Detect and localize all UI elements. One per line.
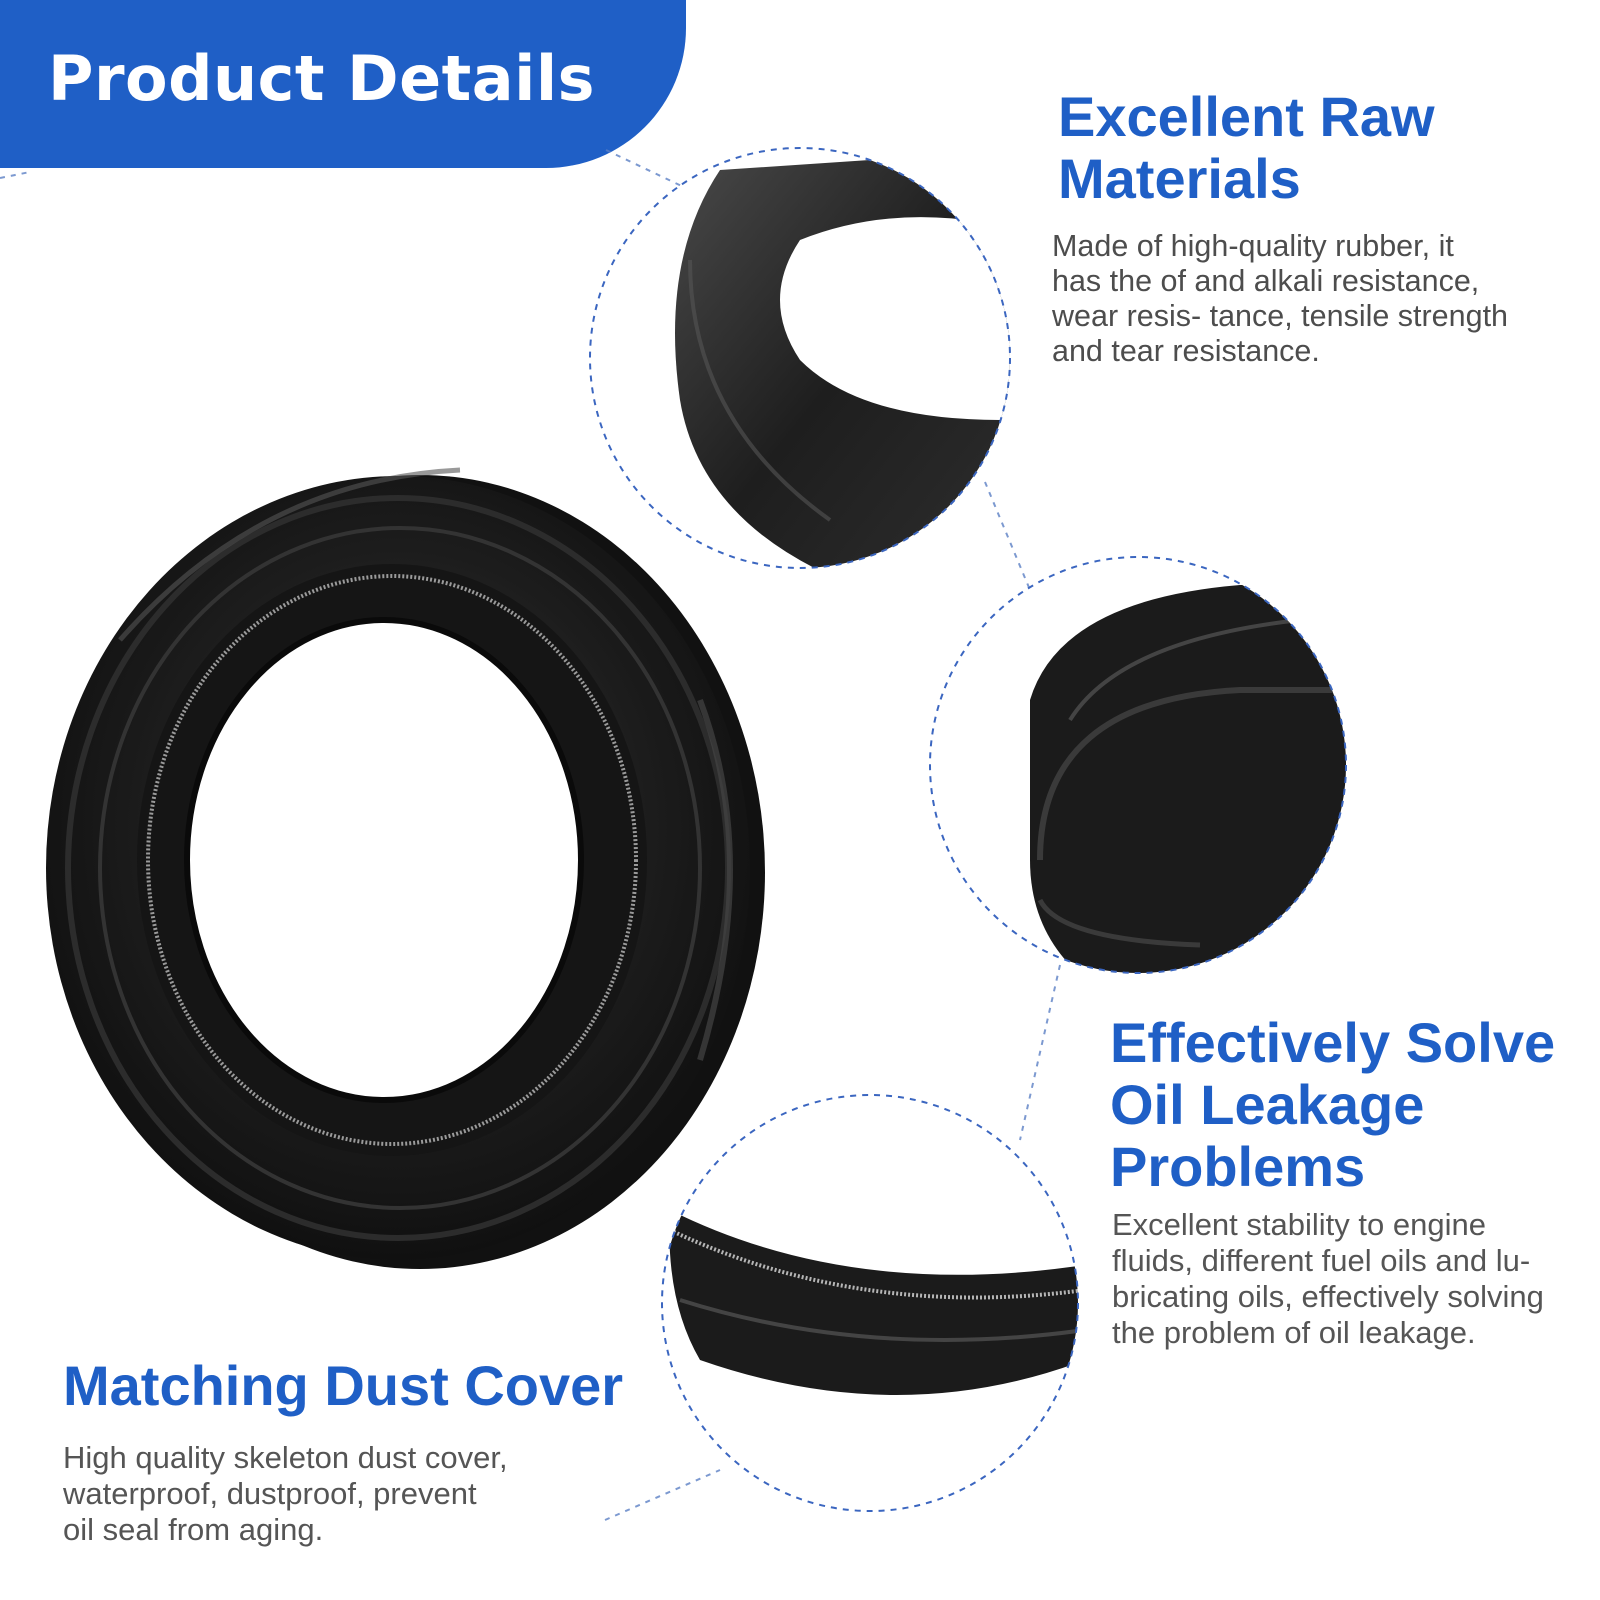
seal-spring-closeup-icon xyxy=(661,1094,1079,1512)
feature-desc-line: wear resis- tance, tensile strength xyxy=(1052,299,1509,333)
feature-desc-line: and tear resistance. xyxy=(1052,334,1320,368)
page-title: Product Details xyxy=(48,42,596,115)
feature-desc-dust-cover: High quality skeleton dust cover, waterp… xyxy=(63,1440,508,1548)
seal-ridges-closeup-icon xyxy=(929,556,1347,974)
feature-desc-raw-materials: Made of high-quality rubber, it has the … xyxy=(1052,229,1508,369)
feature-desc-line: Excellent stability to engine xyxy=(1112,1207,1486,1242)
feature-title-oil-leakage: Effectively Solve Oil Leakage Problems xyxy=(1110,1012,1555,1198)
feature-title-line: Effectively Solve xyxy=(1110,1011,1556,1074)
feature-title-line: Problems xyxy=(1110,1135,1366,1198)
feature-title-line: Matching Dust Cover xyxy=(63,1354,624,1417)
feature-desc-line: waterproof, dustproof, prevent xyxy=(63,1476,477,1511)
feature-title-line: Materials xyxy=(1058,147,1301,210)
header-banner: Product Details xyxy=(0,0,686,168)
feature-desc-line: oil seal from aging. xyxy=(63,1512,324,1547)
feature-desc-line: fluids, different fuel oils and lu- xyxy=(1112,1243,1531,1278)
feature-desc-line: the problem of oil leakage. xyxy=(1112,1315,1476,1350)
feature-desc-line: High quality skeleton dust cover, xyxy=(63,1440,508,1475)
connector-lines xyxy=(0,149,1061,1521)
oil-seal-ring-icon xyxy=(46,467,765,1269)
feature-desc-line: bricating oils, effectively solving xyxy=(1112,1279,1544,1314)
feature-title-raw-materials: Excellent Raw Materials xyxy=(1058,86,1435,210)
dust-cover-closeup-icon xyxy=(589,147,1011,569)
feature-desc-line: has the of and alkali resistance, xyxy=(1052,264,1480,298)
feature-desc-line: Made of high-quality rubber, it xyxy=(1052,229,1454,263)
feature-title-line: Excellent Raw xyxy=(1058,85,1435,148)
feature-title-line: Oil Leakage xyxy=(1110,1073,1425,1136)
feature-desc-oil-leakage: Excellent stability to engine fluids, di… xyxy=(1112,1207,1544,1351)
feature-title-dust-cover: Matching Dust Cover xyxy=(63,1355,623,1417)
